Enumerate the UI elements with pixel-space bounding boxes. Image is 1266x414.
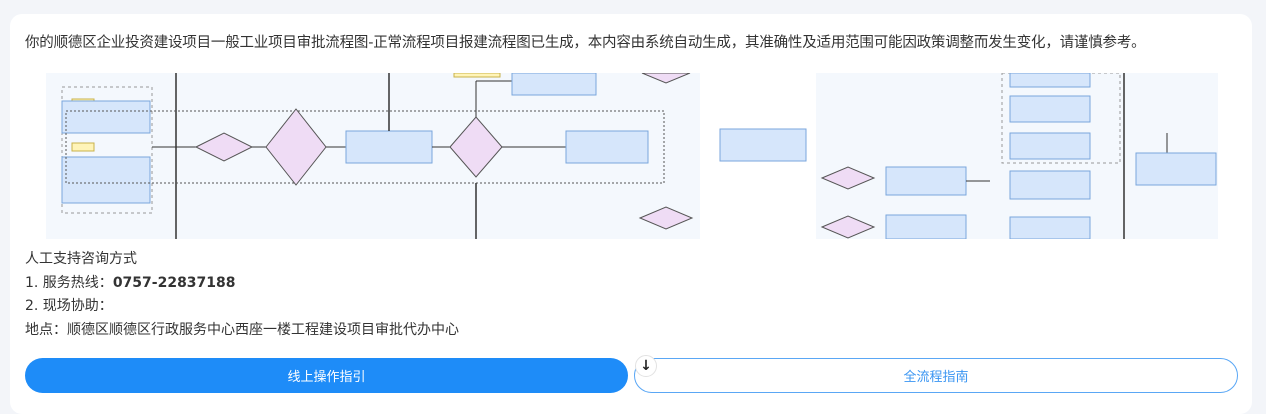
flowchart-right-panel [816, 73, 1218, 239]
intro-text: 你的顺德区企业投资建设项目一般工业项目审批流程图-正常流程项目报建流程图已生成，… [25, 35, 1146, 51]
address-text: 地点：顺德区顺德区行政服务中心西座一楼工程建设项目审批代办中心 [25, 322, 459, 338]
arrow-down-icon[interactable]: ↓ [635, 355, 657, 377]
chat-message-card: 你的顺德区企业投资建设项目一般工业项目审批流程图-正常流程项目报建流程图已生成，… [10, 14, 1252, 414]
onsite-label: 2. 现场协助： [25, 298, 113, 314]
online-guide-button[interactable]: 线上操作指引 [25, 358, 628, 393]
flowchart-image[interactable] [46, 73, 1218, 239]
support-heading: 人工支持咨询方式 [25, 251, 137, 267]
flowchart-left-panel [46, 73, 700, 239]
hotline-number: 0757-22837188 [112, 275, 236, 291]
full-guide-button[interactable]: 全流程指南 [634, 358, 1238, 393]
bubble-tail [13, 46, 21, 62]
hotline-line: 1. 服务热线：0757-22837188 [25, 272, 236, 292]
flowchart-middle-panel [719, 128, 807, 162]
hotline-label: 1. 服务热线： [25, 275, 113, 291]
